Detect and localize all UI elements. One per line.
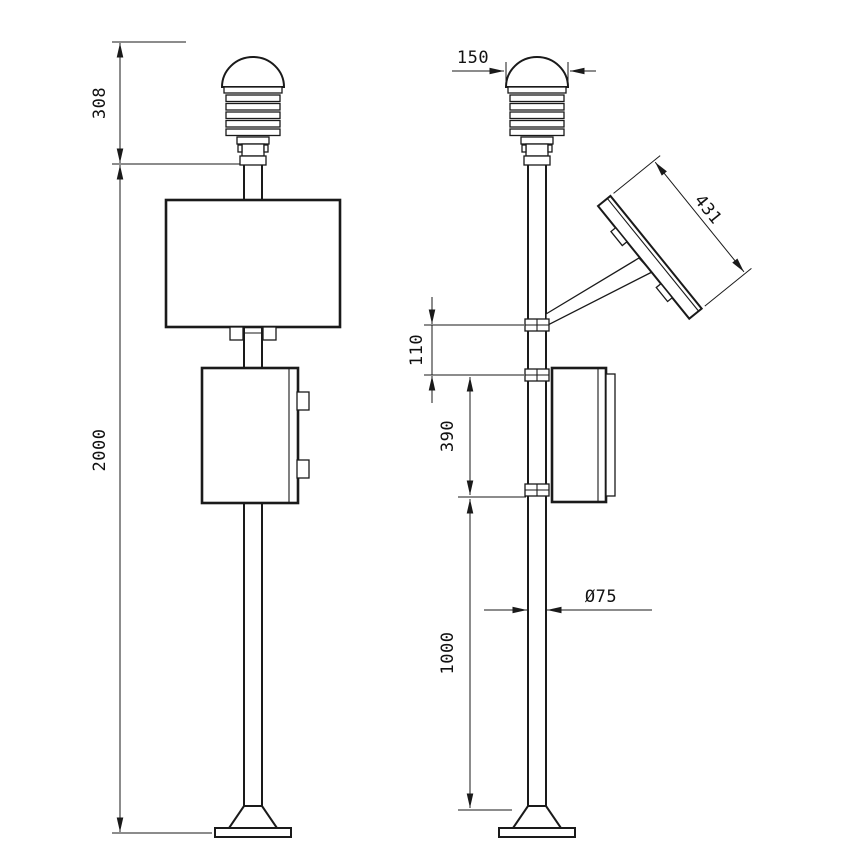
dim-text-cabinet-span: 390	[438, 420, 458, 452]
dim-text-total-height: 2000	[90, 429, 110, 472]
solar-panel-support-arm	[545, 257, 654, 328]
pole-clamp-lower	[524, 483, 550, 497]
control-cabinet-side	[550, 366, 616, 504]
solar-panel-front	[164, 198, 342, 329]
cabinet-hinge-top	[296, 391, 310, 411]
pole-clamp-upper	[524, 318, 550, 332]
front-view: 308 2000	[90, 41, 342, 838]
base-flange-front	[214, 805, 292, 838]
dimension-pole-diameter: Ø75	[484, 587, 652, 614]
wind-sensor-front	[221, 56, 285, 166]
dim-text-sensor-cap-width: 150	[457, 48, 489, 68]
control-cabinet-front	[200, 366, 310, 505]
base-flange-side	[498, 805, 576, 838]
dim-text-lower-pole-height: 1000	[438, 632, 458, 675]
side-view: 431 150	[407, 48, 752, 838]
pole-clamp-middle	[524, 368, 550, 382]
wind-sensor-side	[505, 56, 569, 166]
dim-text-sensor-height: 308	[90, 87, 110, 119]
dimension-sensor-height: 308	[90, 41, 240, 165]
dim-text-pole-diameter: Ø75	[585, 587, 617, 607]
dim-text-panel-length: 431	[690, 191, 726, 229]
dim-text-bracket-spacing: 110	[407, 334, 427, 366]
dimension-bracket-spacing: 110	[407, 297, 436, 403]
solar-panel-side: 431	[596, 155, 752, 321]
dimension-cabinet-span: 390	[438, 377, 474, 495]
dimension-total-height: 2000	[90, 165, 212, 834]
cabinet-hinge-bottom	[296, 459, 310, 479]
panel-mount-brackets-front	[229, 326, 277, 341]
dimension-lower-pole-height: 1000	[438, 499, 474, 808]
dimension-sensor-cap-width: 150	[452, 48, 596, 84]
